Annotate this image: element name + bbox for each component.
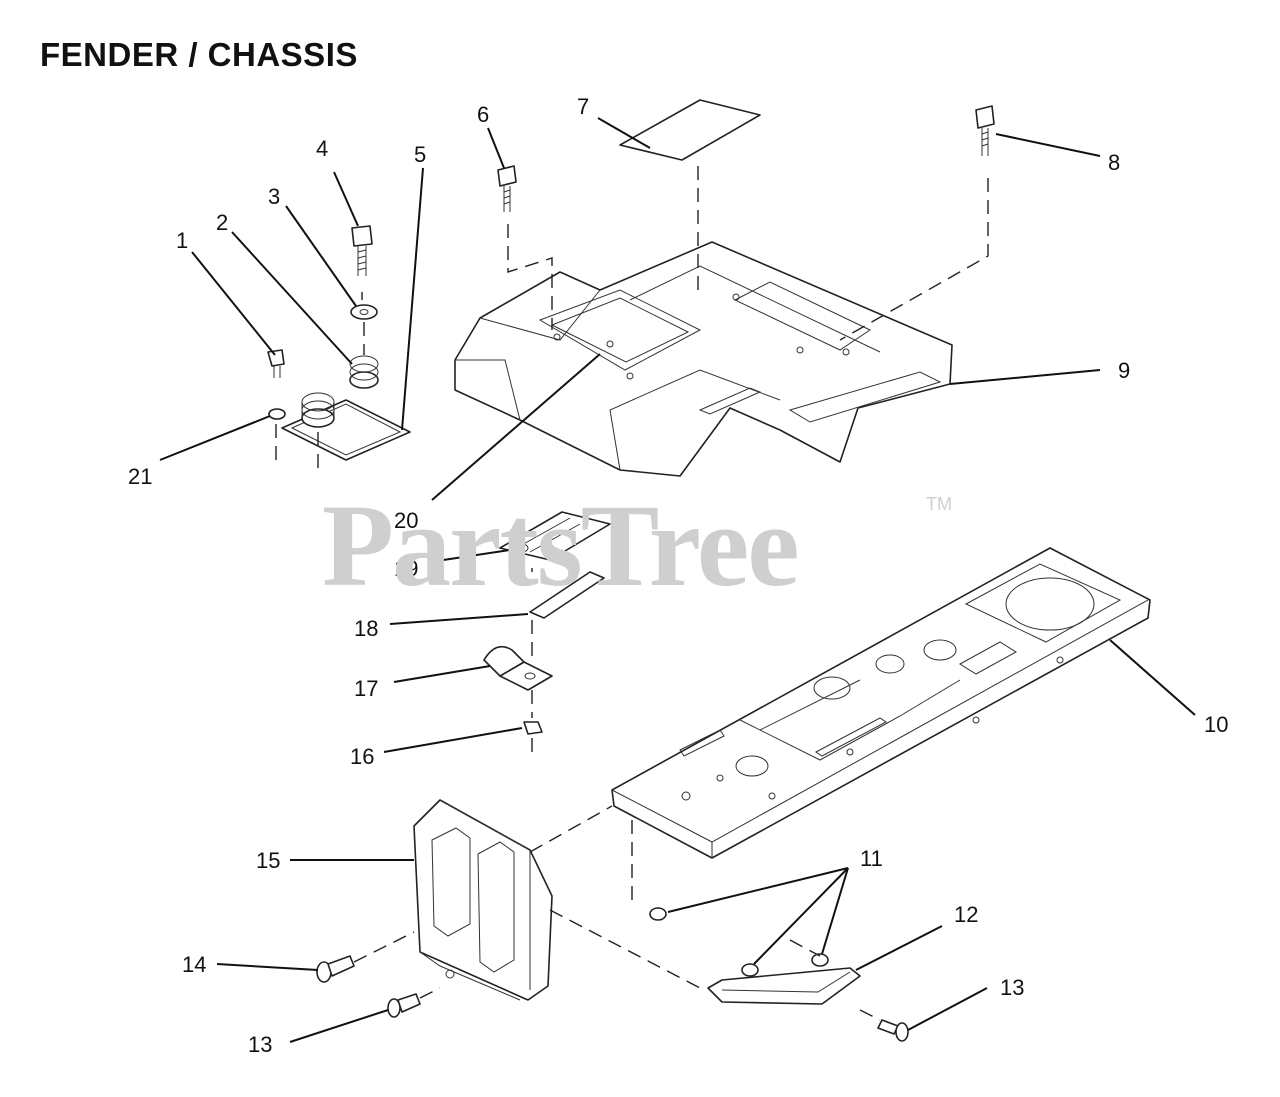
nut-part-11-c [811, 953, 829, 967]
watermark-trademark: TM [926, 494, 952, 514]
chassis-frame-part-10 [611, 547, 1151, 859]
assembly-line-15 [529, 805, 613, 853]
callout-6: 6 [477, 102, 489, 127]
assembly-line-12 [789, 939, 821, 957]
bolt-part-14 [316, 955, 355, 983]
watermark-text: PartsTree [322, 480, 800, 611]
nut-part-11-a [649, 907, 667, 921]
nut-part-21 [268, 408, 286, 420]
decal-part-7 [619, 99, 761, 161]
callout-9: 9 [1118, 358, 1130, 383]
callout-1: 1 [176, 228, 188, 253]
callout-2: 2 [216, 210, 228, 235]
bolt-part-13-left [387, 993, 421, 1018]
callout-13-right: 13 [1000, 975, 1024, 1000]
bracket-part-17 [483, 645, 553, 691]
callout-11: 11 [860, 846, 883, 871]
plate-part-5 [281, 392, 411, 461]
nut-part-16 [523, 721, 543, 735]
assembly-line-6 [507, 224, 553, 330]
assembly-line-4 [317, 292, 365, 475]
nut-part-11-b [741, 963, 759, 977]
callout-21: 21 [128, 464, 152, 489]
bracket-part-19 [499, 511, 611, 561]
callout-numbers: 1 2 3 4 5 6 7 8 9 10 11 12 13 13 14 15 1… [128, 94, 1228, 1057]
assembly-line-15b [549, 909, 701, 989]
side-bracket-part-15 [413, 799, 553, 1001]
washer-part-3 [350, 304, 378, 320]
callout-3: 3 [268, 184, 280, 209]
callout-19: 19 [394, 556, 418, 581]
cross-bar-part-12 [707, 967, 861, 1005]
callout-15: 15 [256, 848, 280, 873]
diagram-title: FENDER / CHASSIS [40, 36, 358, 73]
shim-part-18 [529, 571, 605, 619]
assembly-line-13b [859, 1009, 881, 1021]
assembly-line-8 [839, 178, 989, 341]
callout-5: 5 [414, 142, 426, 167]
callout-18: 18 [354, 616, 378, 641]
callout-13-left: 13 [248, 1032, 272, 1057]
fender-part-9 [454, 241, 953, 477]
bolt-part-13-right [877, 1019, 909, 1042]
bolt-part-6 [497, 165, 517, 212]
bolt-part-8 [975, 105, 995, 156]
callout-16: 16 [350, 744, 374, 769]
assembly-line-14 [353, 931, 415, 963]
clip-part-1 [267, 349, 285, 378]
leader-lines [159, 117, 1196, 1043]
assembly-line-13a [419, 987, 441, 999]
callout-4: 4 [316, 136, 328, 161]
callout-10: 10 [1204, 712, 1228, 737]
callout-8: 8 [1108, 150, 1120, 175]
callout-12: 12 [954, 902, 978, 927]
callout-20: 20 [394, 508, 418, 533]
bolt-part-4 [351, 225, 373, 276]
callout-14: 14 [182, 952, 206, 977]
callout-7: 7 [577, 94, 589, 119]
callout-17: 17 [354, 676, 378, 701]
spring-part-2 [349, 355, 379, 389]
